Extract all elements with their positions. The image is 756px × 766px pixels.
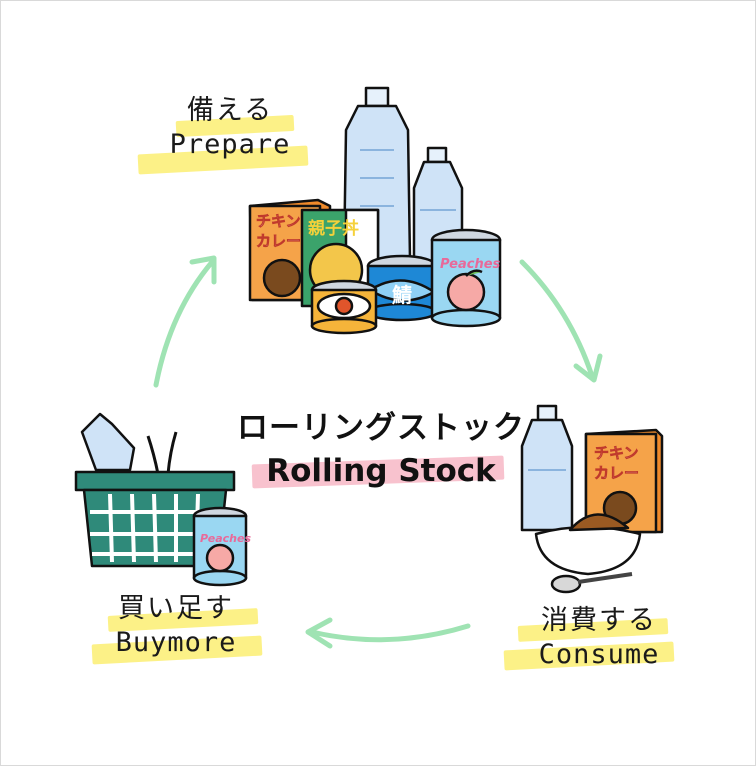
buymore-label: 買い足す Buymore bbox=[96, 594, 256, 657]
arrowhead-prepare bbox=[189, 255, 217, 285]
spoon-icon bbox=[550, 572, 633, 594]
consume-label-ja: 消費する bbox=[541, 605, 657, 636]
crab-can-icon bbox=[310, 279, 378, 335]
consume-illustration bbox=[520, 404, 664, 594]
peaches-label-prepare: Peaches bbox=[440, 257, 501, 272]
arrow-consume-to-buymore bbox=[309, 623, 471, 643]
center-title-en: Rolling Stock bbox=[266, 453, 496, 489]
oyakodon-label: 親子丼 bbox=[308, 218, 359, 239]
prepare-label-en: Prepare bbox=[169, 128, 291, 160]
arrow-buymore-to-prepare bbox=[153, 259, 215, 388]
mackerel-label: 鯖 bbox=[392, 283, 412, 307]
basket-bottle-icon bbox=[80, 412, 136, 472]
buymore-label-en: Buymore bbox=[115, 626, 237, 658]
consume-water-bottle-icon bbox=[520, 404, 574, 532]
peaches-label-buymore: Peaches bbox=[200, 532, 251, 545]
prepare-label-ja: 備える bbox=[186, 95, 274, 126]
curry-rice-plate-icon bbox=[534, 513, 642, 576]
buymore-illustration bbox=[74, 412, 248, 587]
curry-box-label-line2: カレー bbox=[256, 232, 301, 250]
prepare-illustration bbox=[248, 86, 502, 335]
cycle-arrows bbox=[153, 255, 603, 649]
center-title-ja: ローリングストック bbox=[237, 410, 525, 446]
arrow-prepare-to-consume bbox=[519, 259, 595, 379]
consume-curry-label-line1: チキン bbox=[594, 444, 639, 462]
consume-curry-label-line2: カレー bbox=[594, 464, 639, 482]
arrowhead-buymore bbox=[305, 617, 333, 649]
center-title: ローリングストック Rolling Stock bbox=[236, 402, 526, 489]
consume-label: 消費する Consume bbox=[514, 606, 684, 669]
basket-peaches-can-icon bbox=[192, 506, 248, 587]
arrowhead-consume bbox=[573, 353, 603, 383]
buymore-label-ja: 買い足す bbox=[118, 593, 234, 624]
consume-label-en: Consume bbox=[538, 638, 660, 670]
shopping-basket-icon bbox=[74, 431, 236, 568]
curry-box-label-line1: チキン bbox=[256, 212, 301, 230]
prepare-label: 備える Prepare bbox=[150, 96, 310, 159]
peaches-can-icon bbox=[430, 228, 502, 328]
